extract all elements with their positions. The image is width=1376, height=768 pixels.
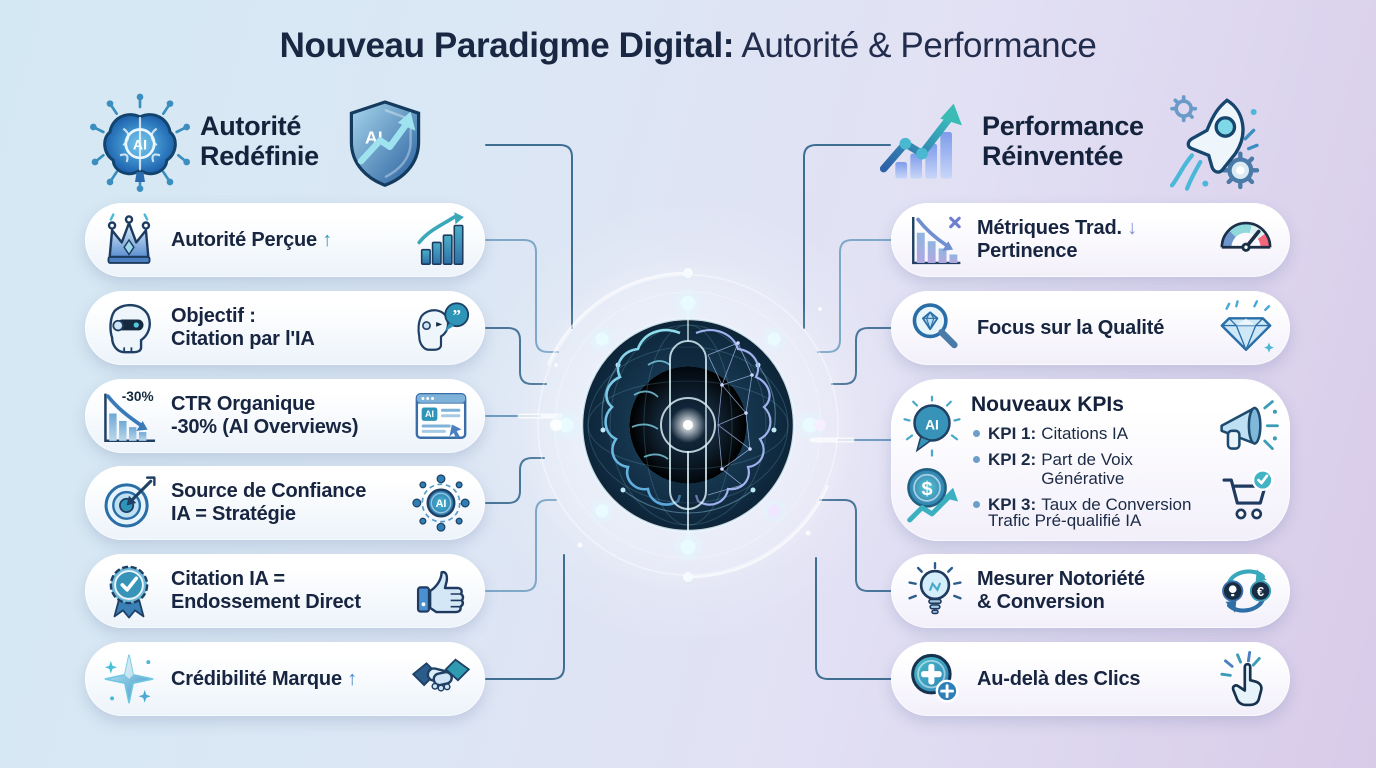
ai-brain-core-graphic bbox=[518, 255, 858, 595]
robot-quote-icon: ” bbox=[409, 299, 473, 357]
click-hand-icon bbox=[1214, 650, 1278, 708]
ai-bubble-icon: AI bbox=[902, 395, 962, 461]
card-citation-endossement: Citation IA =Endossement Direct bbox=[85, 554, 485, 628]
card-mesurer-notoriete: Mesurer Notoriété& Conversion € bbox=[891, 554, 1290, 628]
svg-text:$: $ bbox=[922, 478, 933, 500]
svg-text:€: € bbox=[1257, 585, 1264, 599]
thumbs-up-icon bbox=[409, 562, 473, 620]
kpi-item-3: KPI 3:Taux de Conversion bbox=[971, 495, 1212, 515]
rising-bars-icon bbox=[409, 211, 473, 269]
ai-shield-arrow-icon: AI bbox=[337, 94, 433, 190]
svg-text:AI: AI bbox=[133, 138, 147, 154]
card-label: Citation IA =Endossement Direct bbox=[171, 568, 361, 613]
lightbulb-icon bbox=[903, 562, 967, 620]
page-title: Nouveau Paradigme Digital: Autorité & Pe… bbox=[0, 26, 1376, 66]
up-arrow: ↑ bbox=[347, 667, 358, 690]
handshake-icon bbox=[409, 650, 473, 708]
cart-check-icon bbox=[1218, 469, 1276, 525]
svg-text:AI: AI bbox=[425, 409, 434, 419]
kpi-item-3-line2: Trafic Pré-qualifié IA bbox=[988, 511, 1142, 531]
plus-circles-icon bbox=[903, 650, 967, 708]
card-label: Autorité Perçue ↑ bbox=[171, 228, 333, 251]
card-label: Crédibilité Marque ↑ bbox=[171, 667, 358, 690]
kpi-item-1: KPI 1:Citations IA bbox=[971, 424, 1212, 444]
badge-check-icon bbox=[97, 562, 161, 620]
browser-ai-icon: AI bbox=[409, 387, 473, 445]
gauge-icon bbox=[1214, 211, 1278, 269]
card-objectif-citation: Objectif :Citation par l'IA ” bbox=[85, 291, 485, 365]
rocket-gears-icon bbox=[1160, 92, 1264, 192]
card-ctr-organique: -30% CTR Organique-30% (AI Overviews) AI bbox=[85, 379, 485, 453]
card-label: Mesurer Notoriété& Conversion bbox=[977, 568, 1145, 613]
svg-text:”: ” bbox=[452, 306, 460, 325]
card-focus-qualite: Focus sur la Qualité bbox=[891, 291, 1290, 365]
declining-bars-x-icon bbox=[903, 211, 967, 269]
svg-text:-30%: -30% bbox=[122, 389, 154, 404]
up-arrow: ↑ bbox=[322, 228, 333, 251]
diamond-icon bbox=[1214, 299, 1278, 357]
ai-network-icon: AI bbox=[409, 474, 473, 532]
kpi-left-icons: AI $ bbox=[901, 389, 963, 531]
sparkle-icon bbox=[97, 650, 161, 708]
svg-text:AI: AI bbox=[925, 417, 939, 432]
card-label: Au-delà des Clics bbox=[977, 667, 1141, 690]
kpi-list: Nouveaux KPIs KPI 1:Citations IA KPI 2:P… bbox=[963, 389, 1214, 531]
target-icon bbox=[97, 474, 161, 532]
bullet-dot bbox=[973, 455, 980, 463]
magnifier-diamond-icon bbox=[903, 299, 967, 357]
card-metriques-trad: Métriques Trad. ↓Pertinence bbox=[891, 203, 1290, 277]
bullet-dot bbox=[973, 430, 980, 437]
card-label: Métriques Trad. ↓Pertinence bbox=[977, 217, 1137, 262]
kpi-title: Nouveaux KPIs bbox=[971, 393, 1124, 416]
card-label: Focus sur la Qualité bbox=[977, 316, 1165, 339]
svg-text:AI: AI bbox=[436, 498, 447, 510]
robot-head-icon bbox=[97, 299, 161, 357]
down-arrow: ↓ bbox=[1127, 217, 1137, 240]
title-light: Autorité & Performance bbox=[734, 26, 1097, 65]
card-credibilite-marque: Crédibilité Marque ↑ bbox=[85, 642, 485, 716]
card-label: Objectif :Citation par l'IA bbox=[171, 305, 315, 350]
ai-brain-icon: AI bbox=[88, 92, 192, 192]
crown-icon bbox=[97, 211, 161, 269]
kpi-right-icons bbox=[1214, 389, 1280, 531]
cycle-euro-icon: € bbox=[1214, 562, 1278, 620]
growth-arrow-icon bbox=[870, 92, 974, 192]
declining-chart-icon: -30% bbox=[97, 386, 161, 446]
dollar-growth-icon: $ bbox=[902, 463, 962, 525]
title-strong: Nouveau Paradigme Digital: bbox=[279, 26, 735, 65]
card-nouveaux-kpis: AI $ Nouveaux KPIs KPI 1:Citations IA KP… bbox=[891, 379, 1290, 541]
megaphone-icon bbox=[1214, 395, 1280, 459]
card-autorite-percue: Autorité Perçue ↑ bbox=[85, 203, 485, 277]
bullet-dot bbox=[973, 500, 980, 508]
kpi-item-2: KPI 2:Part de Voix Générative bbox=[971, 450, 1212, 489]
card-label: CTR Organique-30% (AI Overviews) bbox=[171, 393, 359, 438]
card-au-dela-clics: Au-delà des Clics bbox=[891, 642, 1290, 716]
